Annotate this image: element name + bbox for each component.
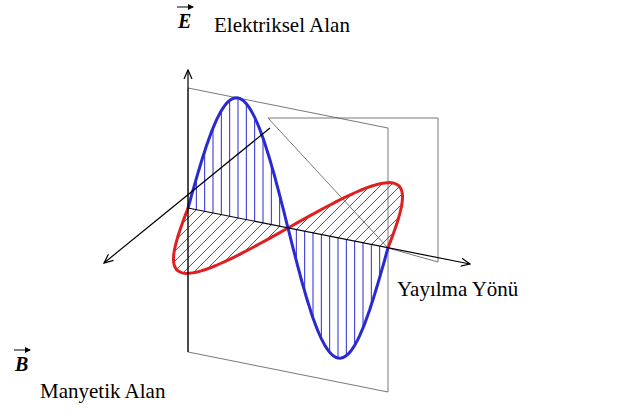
hatch-line — [224, 223, 263, 262]
field-symbol: B — [15, 353, 28, 375]
axis-label: Elektriksel Alan — [214, 14, 350, 37]
hatch-line — [346, 240, 347, 356]
hatch-line — [213, 128, 214, 213]
hatch-line — [371, 245, 372, 305]
axis-label: Manyetik Alan — [40, 380, 165, 403]
hatch-line — [263, 138, 264, 223]
vector-arrow — [14, 350, 30, 351]
field-symbol: E — [178, 10, 191, 32]
hatch-line — [338, 183, 393, 238]
hatch-line — [313, 194, 352, 233]
electric-axis — [187, 70, 188, 352]
hatch-line — [238, 98, 239, 218]
propagation-axis — [188, 208, 470, 264]
hatch-line — [338, 238, 339, 358]
hatch-line — [229, 100, 230, 216]
vector-arrow — [177, 7, 193, 8]
hatch-line — [321, 187, 369, 235]
magnetic-axis — [104, 128, 270, 263]
axis-label: Yayılma Yönü — [397, 278, 518, 301]
hatch-line — [354, 241, 355, 345]
hatch-line — [174, 215, 222, 263]
hatch-line — [313, 233, 314, 318]
hatch-line — [329, 236, 330, 352]
vertical-plane — [188, 88, 388, 392]
hatch-line — [363, 243, 364, 328]
hatch-line — [271, 165, 272, 225]
hatch-line — [246, 104, 247, 220]
hatch-line — [355, 194, 403, 242]
hatch-line — [254, 117, 255, 221]
hatch-line — [221, 111, 222, 215]
hatch-line — [304, 231, 305, 291]
hatch-line — [183, 218, 238, 273]
hatch-line — [207, 221, 255, 269]
hatch-line — [321, 235, 322, 339]
